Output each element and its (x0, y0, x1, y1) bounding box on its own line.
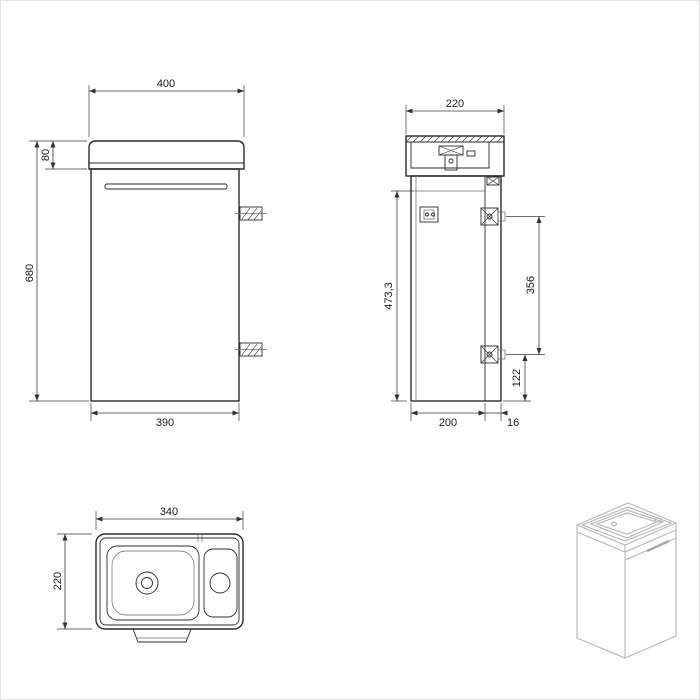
dim-label-front-width-top: 400 (157, 78, 175, 90)
iso-faucet-hole (654, 517, 662, 523)
dimension-side-hinge-floor: 122 (503, 354, 531, 402)
dim-label-top-depth: 220 (52, 572, 64, 590)
iso-basin-rim (580, 506, 673, 542)
iso-cabinet-body (576, 530, 677, 659)
side-waste-fitting (438, 145, 476, 171)
top-drain-outer (135, 571, 159, 595)
dim-label-side-depth-top: 220 (446, 98, 464, 110)
iso-drain (610, 521, 618, 527)
side-top-bracket (486, 176, 500, 186)
top-faucet-hole (209, 572, 231, 594)
dim-label-front-basin-height: 80 (40, 149, 52, 161)
dim-label-front-width-bottom: 390 (156, 417, 174, 429)
dim-label-side-hinge-floor: 122 (511, 369, 523, 387)
top-front-apron (132, 628, 192, 643)
front-view: 400 80 680 390 (24, 78, 267, 429)
dim-label-side-height: 473,3 (383, 282, 395, 310)
dimension-side-depth-body: 200 (410, 403, 486, 429)
dimension-front-width-top: 400 (88, 78, 245, 137)
side-wall-bracket (419, 206, 439, 223)
door-hinge-top (235, 206, 267, 221)
dimension-side-height: 473,3 (383, 190, 413, 402)
top-basin-inner-rim (99, 537, 240, 626)
dimension-front-width-bottom: 390 (90, 403, 240, 429)
dim-label-front-total-height: 680 (24, 264, 36, 282)
top-drain-inner (141, 577, 153, 589)
side-hinge-bottom (480, 345, 506, 364)
top-bowl-bottom (111, 550, 195, 616)
dimension-top-width: 340 (95, 506, 244, 530)
dim-label-side-depth-body: 200 (439, 417, 457, 429)
side-view: 220 473,3 356 122 200 (383, 98, 545, 429)
side-cabinet (410, 175, 502, 402)
isometric-view (575, 502, 678, 659)
top-faucet-deck (203, 548, 238, 618)
iso-door-handle (646, 539, 670, 553)
side-basin-bowl (410, 142, 490, 169)
dimension-top-depth: 220 (52, 533, 92, 630)
dimension-side-door-thickness: 16 (478, 403, 519, 429)
dimension-side-hinge-span: 356 (506, 216, 545, 355)
door-hinge-bottom (235, 342, 267, 357)
dimension-front-basin-height: 80 (29, 140, 87, 170)
dim-label-side-hinge-span: 356 (525, 276, 537, 294)
top-overflow-marks (197, 534, 203, 542)
dimension-side-depth-top: 220 (405, 98, 505, 134)
front-door-handle (104, 183, 228, 190)
front-basin (88, 140, 245, 170)
top-view: 340 220 (52, 506, 244, 643)
dim-label-top-width: 340 (160, 506, 178, 518)
top-bowl-outer (106, 545, 200, 621)
dim-label-side-door-thickness: 16 (507, 417, 519, 429)
front-cabinet (90, 168, 240, 402)
dimension-front-total-height: 680 (24, 141, 89, 402)
side-hinge-top (480, 207, 506, 226)
side-basin-hatch (405, 135, 504, 143)
iso-bowl (589, 509, 665, 539)
